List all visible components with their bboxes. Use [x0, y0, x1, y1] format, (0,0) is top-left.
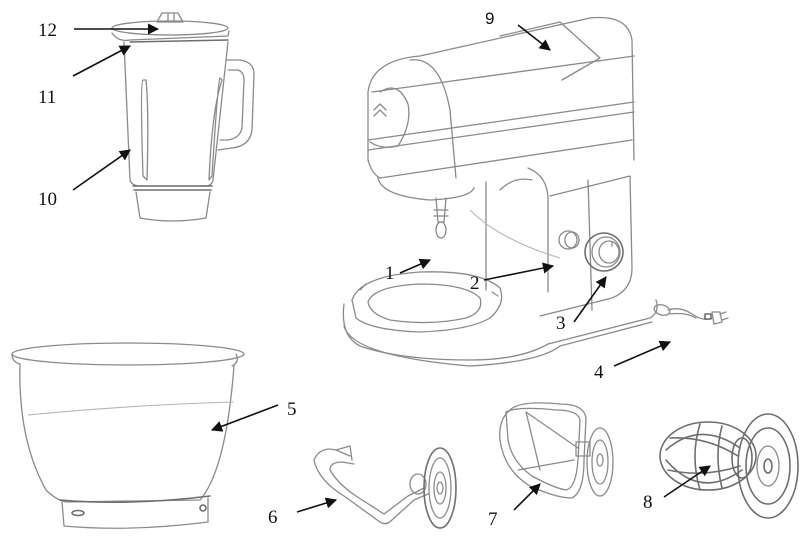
callout-5: 5	[287, 399, 297, 420]
flat-beater-drawing	[499, 402, 614, 499]
callout-9: 9	[485, 9, 495, 28]
stand-mixer-drawing	[342, 16, 658, 367]
callout-4: 4	[594, 362, 604, 383]
callout-1: 1	[385, 263, 395, 284]
callout-11: 11	[38, 87, 57, 108]
callout-arrows	[72, 23, 711, 513]
dough-hook-drawing	[313, 445, 457, 529]
blender-jug-drawing	[111, 12, 255, 222]
callout-8: 8	[643, 492, 653, 513]
callout-7: 7	[488, 509, 498, 530]
wire-whisk-drawing	[659, 413, 799, 519]
callout-2: 2	[470, 273, 480, 294]
callout-3: 3	[556, 313, 566, 334]
mixing-bowl-drawing	[11, 342, 245, 529]
power-cord-drawing	[653, 304, 729, 325]
callout-10: 10	[38, 189, 57, 210]
callout-6: 6	[268, 507, 278, 528]
callout-12: 12	[38, 20, 57, 41]
